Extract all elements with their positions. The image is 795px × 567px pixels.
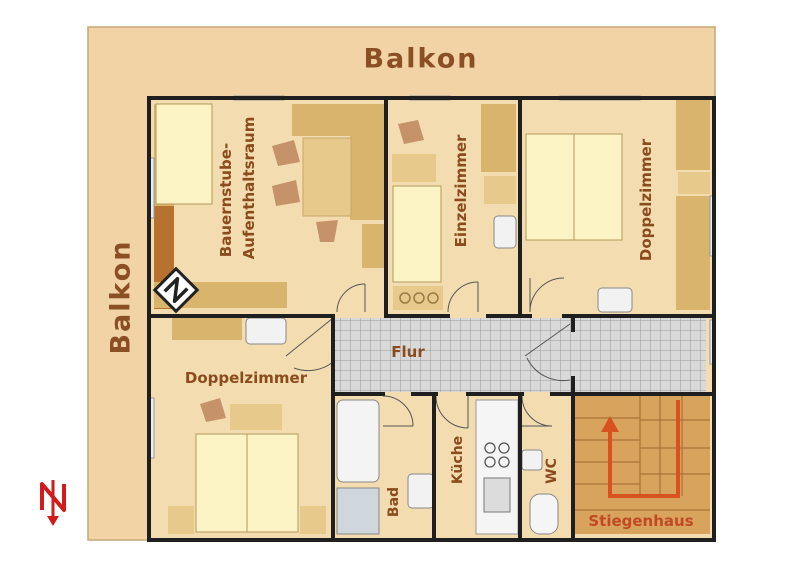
chair bbox=[200, 398, 226, 422]
toilet bbox=[529, 493, 559, 535]
hob bbox=[484, 456, 496, 468]
wardrobe bbox=[172, 318, 242, 340]
desk bbox=[230, 404, 282, 430]
balcony-top-label: Balkon bbox=[363, 43, 479, 75]
staircase bbox=[574, 396, 710, 534]
wardrobe bbox=[676, 196, 710, 310]
hob bbox=[498, 442, 510, 454]
burner bbox=[413, 292, 425, 304]
wc-washbasin bbox=[521, 449, 543, 471]
chair bbox=[272, 140, 300, 166]
room-label-doppelzimmer-left: Doppelzimmer bbox=[184, 369, 308, 387]
sofa-bed bbox=[155, 103, 213, 205]
compass-north-icon bbox=[40, 480, 66, 526]
room-label-stiegenhaus: Stiegenhaus bbox=[588, 512, 694, 530]
stove bbox=[393, 286, 443, 310]
hob bbox=[498, 456, 510, 468]
dining-table bbox=[302, 137, 352, 217]
chair bbox=[398, 120, 424, 144]
nightstand bbox=[168, 506, 194, 534]
cabinet-side bbox=[350, 136, 384, 220]
nightstand bbox=[300, 506, 326, 534]
room-label-kueche: Küche bbox=[450, 435, 466, 485]
room-label-bauernstube-line1: Bauernstube- bbox=[217, 142, 235, 258]
kitchen-counter bbox=[475, 399, 519, 535]
washbasin bbox=[493, 215, 517, 249]
hallway-floor bbox=[573, 318, 706, 392]
burner bbox=[399, 292, 411, 304]
room-label-bad: Bad bbox=[386, 486, 402, 518]
shower-tray bbox=[336, 487, 380, 535]
room-label-wc: WC bbox=[544, 458, 560, 484]
desk bbox=[392, 154, 436, 182]
chair bbox=[316, 220, 338, 242]
room-label-einzelzimmer: Einzelzimmer bbox=[452, 134, 470, 248]
room-label-doppelzimmer-right: Doppelzimmer bbox=[637, 138, 655, 262]
washbasin bbox=[245, 317, 287, 345]
shelf bbox=[678, 172, 710, 194]
cabinet-top bbox=[292, 104, 384, 136]
shelf bbox=[362, 224, 384, 268]
shelf bbox=[484, 176, 516, 204]
wardrobe bbox=[481, 104, 516, 172]
north-badge-icon bbox=[152, 266, 200, 314]
stair-arrow-icon bbox=[608, 400, 680, 498]
chair bbox=[272, 180, 300, 206]
hob bbox=[484, 442, 496, 454]
washbasin bbox=[597, 287, 633, 313]
kitchen-sink bbox=[483, 477, 511, 513]
stair-arrow-head bbox=[601, 416, 619, 432]
bathtub bbox=[336, 399, 380, 483]
wardrobe bbox=[676, 100, 710, 170]
single-bed bbox=[392, 185, 442, 283]
room-label-bauernstube-line2: Aufenthaltsraum bbox=[240, 116, 258, 260]
hallway-floor bbox=[333, 318, 573, 392]
room-label-flur: Flur bbox=[391, 343, 425, 361]
bath-washbasin bbox=[407, 473, 435, 509]
balcony-left-label: Balkon bbox=[105, 239, 137, 355]
burner bbox=[427, 292, 439, 304]
